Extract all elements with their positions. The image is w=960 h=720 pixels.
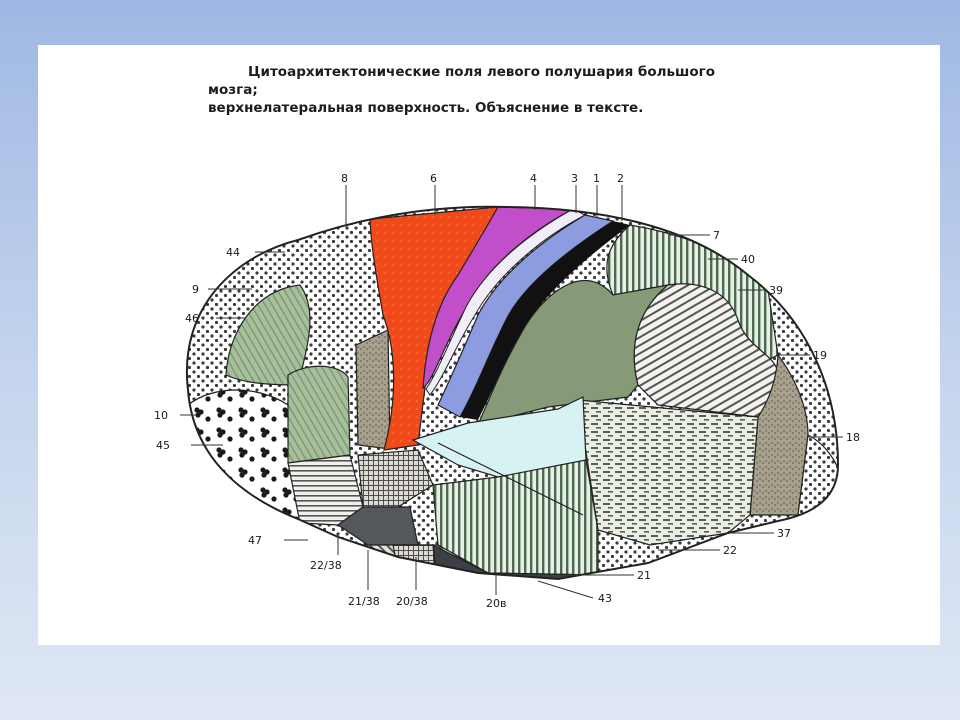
label-field-43: 43 — [598, 592, 612, 605]
label-field-9: 9 — [192, 283, 199, 296]
label-field-39: 39 — [769, 284, 783, 297]
label-field-8: 8 — [341, 172, 348, 185]
label-field-7: 7 — [713, 229, 720, 242]
label-field-3: 3 — [571, 172, 578, 185]
field-22-38 — [336, 506, 419, 546]
label-field-20b: 20в — [486, 597, 506, 610]
label-field-20-38: 20/38 — [396, 595, 428, 608]
label-field-2: 2 — [617, 172, 624, 185]
caption-line-1: Цитоархитектонические поля левого полуша… — [208, 64, 715, 98]
cortical-fields — [186, 206, 838, 579]
label-field-46: 46 — [185, 312, 199, 325]
hemisphere-outline — [185, 205, 840, 581]
label-field-18: 18 — [846, 431, 860, 444]
field-grainy — [355, 329, 391, 450]
slide-card: Цитоархитектонические поля левого полуша… — [38, 45, 940, 645]
sulcus-line — [437, 442, 584, 516]
field-46 — [225, 284, 311, 386]
label-field-6: 6 — [430, 172, 437, 185]
label-field-40: 40 — [741, 253, 755, 266]
label-field-21: 21 — [637, 569, 651, 582]
label-field-37: 37 — [777, 527, 791, 540]
label-field-19: 19 — [813, 349, 827, 362]
label-field-44: 44 — [226, 246, 240, 259]
field-3 — [425, 208, 587, 396]
field-cross — [357, 449, 434, 508]
label-field-47: 47 — [248, 534, 262, 547]
label-field-1: 1 — [593, 172, 600, 185]
label-field-22-38: 22/38 — [310, 559, 342, 572]
caption-line-2: верхнелатеральная поверхность. Объяснени… — [208, 100, 644, 116]
figure-caption: Цитоархитектонические поля левого полуша… — [208, 63, 768, 117]
label-field-21-38: 21/38 — [348, 595, 380, 608]
leader-lines — [180, 185, 843, 599]
field-45-10 — [187, 389, 301, 524]
label-field-22: 22 — [723, 544, 737, 557]
brain-map-diagram: 8 6 4 3 1 2 7 40 39 19 18 37 22 21 43 20… — [154, 172, 860, 610]
label-field-4: 4 — [530, 172, 537, 185]
field-inner-frontal — [287, 365, 351, 464]
label-field-45: 45 — [156, 439, 170, 452]
field-2 — [460, 221, 630, 420]
field-37-22 — [577, 399, 759, 546]
label-field-10: 10 — [154, 409, 168, 422]
